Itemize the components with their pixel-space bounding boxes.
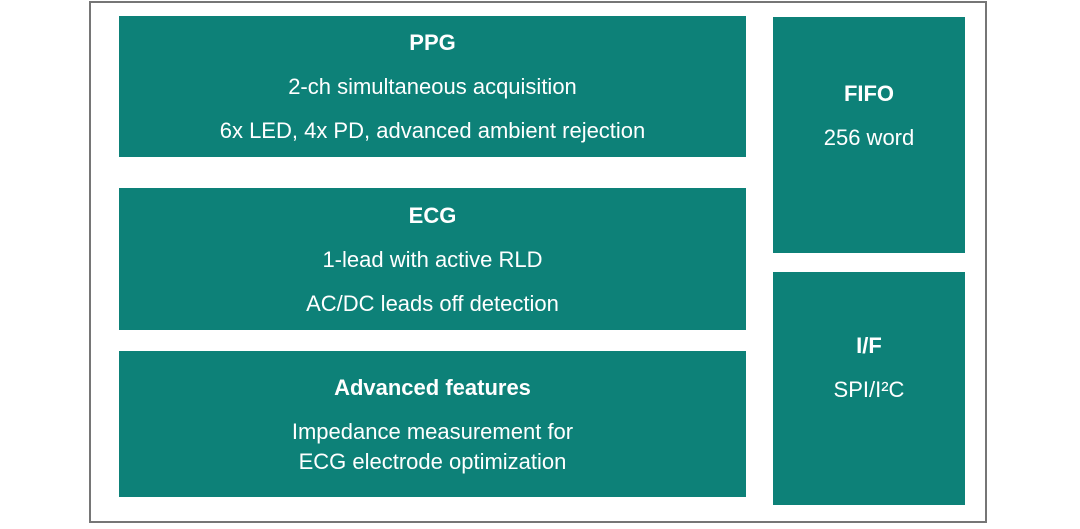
block-interface-line-1: SPI/I²C (833, 377, 905, 402)
block-advanced-line-2: ECG electrode optimization (298, 448, 567, 474)
block-ppg: PPG 2-ch simultaneous acquisition 6x LED… (119, 16, 746, 157)
block-fifo-title: FIFO (843, 80, 895, 106)
block-ppg-line-1: 2-ch simultaneous acquisition (288, 74, 577, 99)
block-advanced-line-1: Impedance measurement for (291, 418, 574, 444)
block-ppg-title: PPG (409, 30, 456, 55)
block-advanced-title: Advanced features (334, 374, 531, 400)
block-interface-title: I/F (856, 333, 882, 358)
block-advanced-features: Advanced features Impedance measurement … (119, 351, 746, 497)
block-ppg-line-2: 6x LED, 4x PD, advanced ambient rejectio… (219, 118, 646, 143)
block-ecg-line-2: AC/DC leads off detection (306, 290, 559, 316)
block-ecg-line-1: 1-lead with active RLD (322, 246, 543, 272)
block-ecg: ECG 1-lead with active RLD AC/DC leads o… (119, 188, 746, 330)
block-ecg-title: ECG (408, 202, 457, 228)
block-fifo-line-1: 256 word (823, 124, 915, 150)
block-fifo: FIFO 256 word (773, 17, 965, 253)
block-interface: I/F SPI/I²C (773, 272, 965, 505)
block-advanced-paragraph: Impedance measurement for ECG electrode … (292, 419, 573, 474)
